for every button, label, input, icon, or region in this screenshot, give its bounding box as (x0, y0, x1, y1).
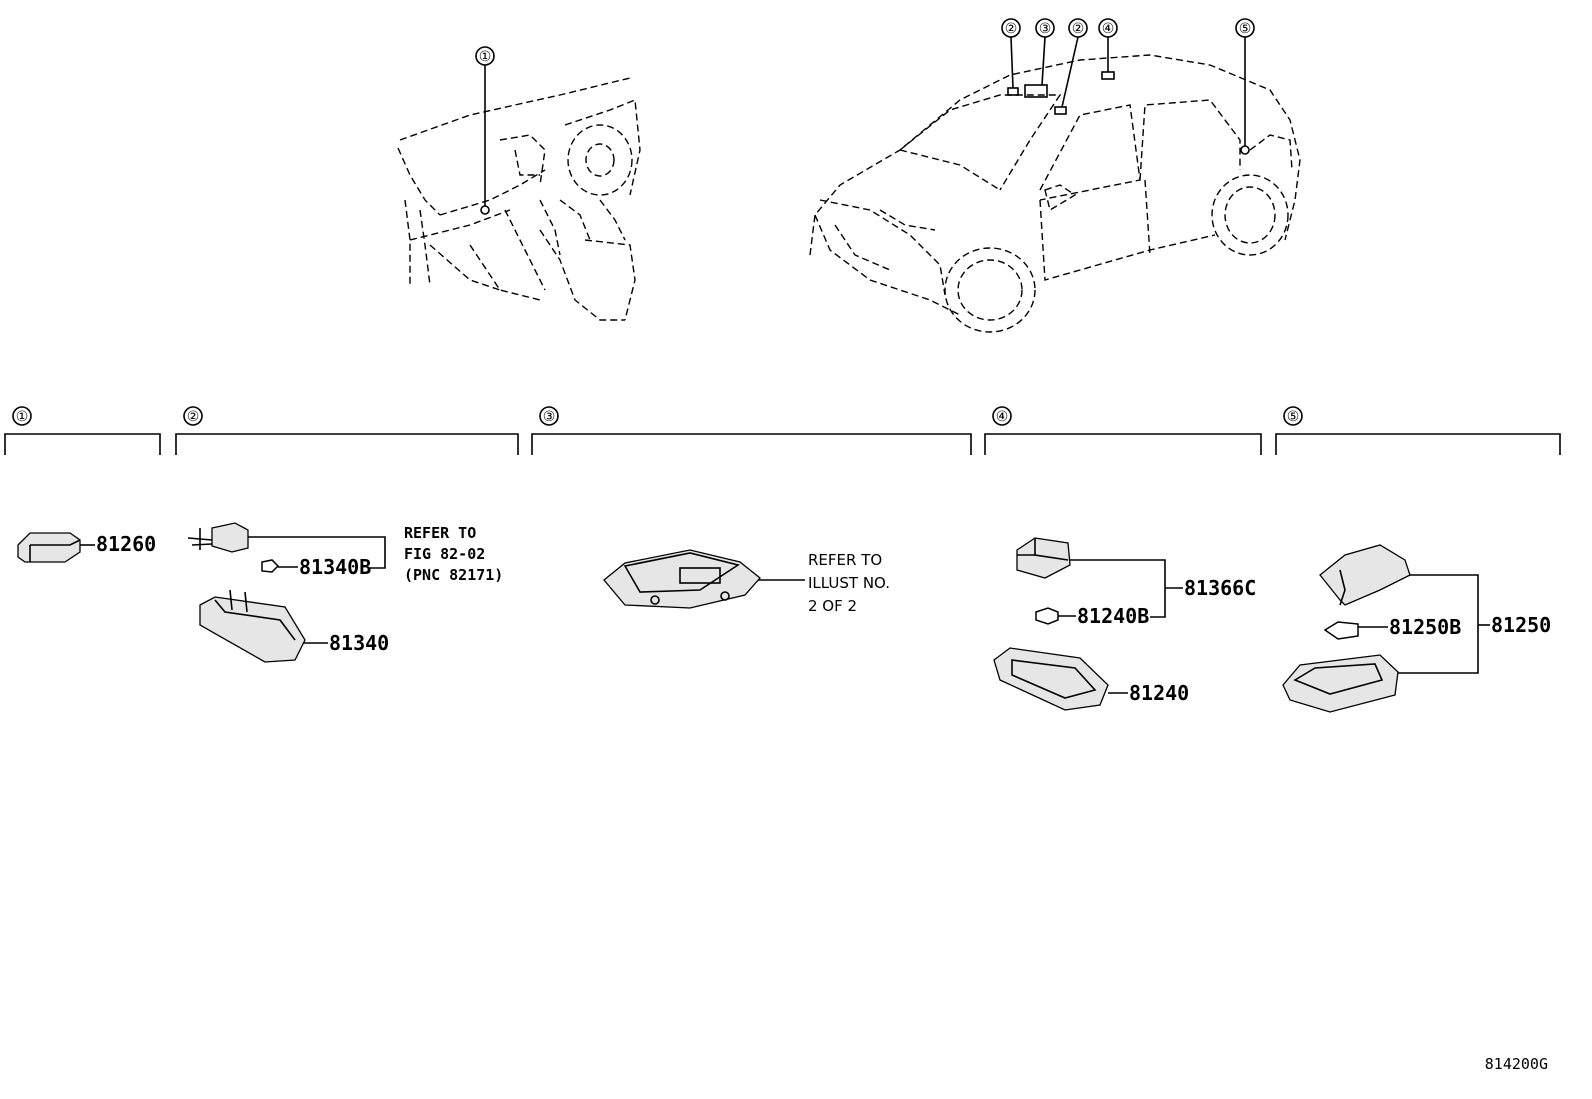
note-line-2: FIG 82-02 (404, 545, 485, 563)
diagram-code: 814200G (1485, 1055, 1548, 1073)
part-number-81250: 81250 (1491, 613, 1551, 637)
part-number-81240: 81240 (1129, 681, 1189, 705)
note-line-3: 2 OF 2 (808, 597, 857, 615)
part-drawing-socket (187, 522, 249, 553)
location-marker-3: ③ (1035, 18, 1055, 86)
part-number-81250B: 81250B (1389, 615, 1461, 639)
location-marker-2b: ② (1061, 18, 1088, 108)
section-marker: ④ (996, 409, 1009, 425)
section-5-parts: 81250 81250B (1282, 544, 1551, 713)
section-marker: ② (187, 409, 200, 425)
part-drawing-lamp-housing (1282, 654, 1399, 713)
part-number-81340: 81340 (329, 631, 389, 655)
car-illustration (809, 54, 1301, 333)
marker-text: ① (479, 49, 492, 65)
section-header-5: ⑤ (1275, 406, 1561, 455)
section-3-parts: REFER TO ILLUST NO. 2 OF 2 (603, 549, 890, 615)
part-number-81366C: 81366C (1184, 576, 1256, 600)
note-line-1: REFER TO (404, 524, 476, 542)
part-drawing-81366C (1016, 537, 1071, 579)
part-drawing-overhead-console (603, 549, 761, 609)
marker-text: ③ (1039, 21, 1052, 37)
part-drawing-bulb-81340B (261, 559, 280, 573)
section-marker: ⑤ (1287, 409, 1300, 425)
part-drawing-81240 (993, 647, 1109, 711)
location-marker-1: ① (475, 46, 495, 206)
section-header-3: ③ (531, 406, 972, 455)
note-line-3: (PNC 82171) (404, 566, 503, 584)
location-marker-2a: ② (1001, 18, 1021, 89)
part-number-81240B: 81240B (1077, 604, 1149, 628)
marker-text: ⑤ (1239, 21, 1252, 37)
section-4-parts: 81366C 81240B 81240 (993, 537, 1256, 711)
note-line-1: REFER TO (808, 551, 882, 569)
part-drawing-lens (1319, 544, 1411, 606)
marker-text: ④ (1102, 21, 1115, 37)
part-number-81260: 81260 (96, 532, 156, 556)
section-header-4: ④ (984, 406, 1262, 455)
note-line-2: ILLUST NO. (808, 574, 890, 592)
part-number-81340B: 81340B (299, 555, 371, 579)
section-header-1: ① (4, 406, 161, 455)
location-marker-5: ⑤ (1235, 18, 1255, 146)
dashboard-illustration (397, 77, 641, 321)
section-2-parts: 81340B REFER TO FIG 82-02 (PNC 82171) 81… (187, 522, 503, 663)
section-1-parts: 81260 (17, 532, 156, 563)
part-drawing-81260 (17, 532, 81, 563)
section-marker: ① (16, 409, 29, 425)
section-header-2: ② (175, 406, 519, 455)
part-drawing-81340 (199, 589, 306, 663)
section-marker: ③ (543, 409, 556, 425)
location-marker-4: ④ (1098, 18, 1118, 72)
marker-text: ② (1005, 21, 1018, 37)
marker-text: ② (1072, 21, 1085, 37)
part-drawing-bulb-81240B (1035, 607, 1059, 625)
part-drawing-bulb-81250B (1323, 621, 1359, 640)
